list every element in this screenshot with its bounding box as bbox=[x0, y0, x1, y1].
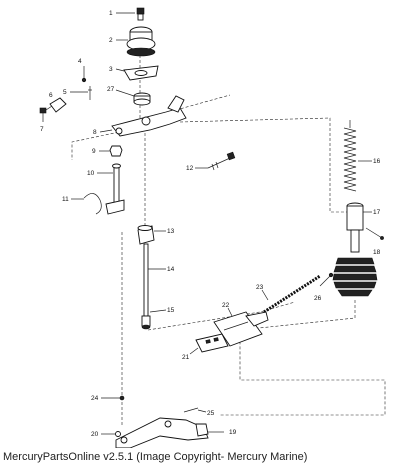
callout-13: 13 bbox=[167, 228, 175, 235]
callout-22: 22 bbox=[222, 302, 230, 309]
part-26-screw bbox=[319, 272, 334, 287]
callout-3: 3 bbox=[109, 66, 113, 73]
part-11-spring-clip bbox=[83, 193, 102, 215]
callout-10: 10 bbox=[87, 170, 95, 177]
part-12-bolt bbox=[207, 151, 236, 171]
part-24-fitting bbox=[119, 395, 125, 401]
callout-9: 9 bbox=[92, 148, 96, 155]
part-6-clip bbox=[45, 97, 67, 113]
part-19-lower-bracket bbox=[115, 417, 209, 448]
part-13-coupler bbox=[137, 225, 155, 245]
part-22-handle bbox=[213, 311, 269, 347]
part-14-rod bbox=[143, 243, 149, 317]
assembly-guide-lines bbox=[71, 30, 386, 425]
callout-12: 12 bbox=[186, 165, 194, 172]
callout-15: 15 bbox=[167, 307, 175, 314]
part-2-gear-knob bbox=[126, 26, 156, 57]
callout-6: 6 bbox=[49, 92, 53, 99]
part-23-threaded-rod bbox=[263, 274, 321, 314]
part-7-screw bbox=[39, 107, 47, 122]
callout-27: 27 bbox=[107, 86, 115, 93]
part-21-pad bbox=[195, 333, 229, 353]
callout-26: 26 bbox=[314, 295, 322, 302]
part-3-washer-plate bbox=[123, 65, 159, 81]
part-17-shift-shaft bbox=[346, 202, 364, 253]
part-25-pin bbox=[183, 407, 199, 413]
callout-14: 14 bbox=[167, 266, 175, 273]
callout-25: 25 bbox=[207, 410, 215, 417]
part-1-screw bbox=[136, 7, 145, 21]
callout-23: 23 bbox=[256, 284, 264, 291]
part-27-bushing bbox=[133, 92, 151, 106]
callout-24: 24 bbox=[91, 395, 99, 402]
callout-11: 11 bbox=[62, 196, 69, 203]
part-10-tube bbox=[105, 163, 125, 215]
callout-16: 16 bbox=[373, 158, 381, 165]
part-20-washer bbox=[115, 431, 121, 437]
callout-8: 8 bbox=[93, 129, 97, 136]
bellows-boot bbox=[332, 257, 378, 297]
callout-21: 21 bbox=[182, 354, 190, 361]
callout-labels: 1 2 3 4 5 6 7 8 9 10 11 12 13 14 15 16 1… bbox=[40, 10, 381, 438]
callout-2: 2 bbox=[109, 37, 113, 44]
parts-diagram: 1 2 3 4 5 6 7 8 9 10 11 12 13 14 15 16 1… bbox=[39, 7, 386, 448]
callout-18: 18 bbox=[373, 249, 381, 256]
callout-7: 7 bbox=[40, 126, 44, 133]
part-15-rod-end bbox=[141, 315, 151, 330]
part-9-nut bbox=[109, 145, 123, 157]
part-8-lever-bracket bbox=[111, 95, 187, 137]
part-5-spring-pin bbox=[88, 86, 92, 100]
part-16-spring bbox=[343, 120, 357, 192]
callout-17: 17 bbox=[373, 209, 381, 216]
callout-1: 1 bbox=[109, 10, 113, 17]
callout-5: 5 bbox=[63, 89, 67, 96]
callout-4: 4 bbox=[78, 58, 82, 65]
part-18-pin bbox=[365, 227, 384, 240]
part-4-pin bbox=[81, 66, 87, 83]
callout-20: 20 bbox=[91, 431, 99, 438]
callout-19: 19 bbox=[229, 429, 237, 436]
copyright-caption: MercuryPartsOnline v2.5.1 (Image Copyrig… bbox=[3, 451, 308, 463]
